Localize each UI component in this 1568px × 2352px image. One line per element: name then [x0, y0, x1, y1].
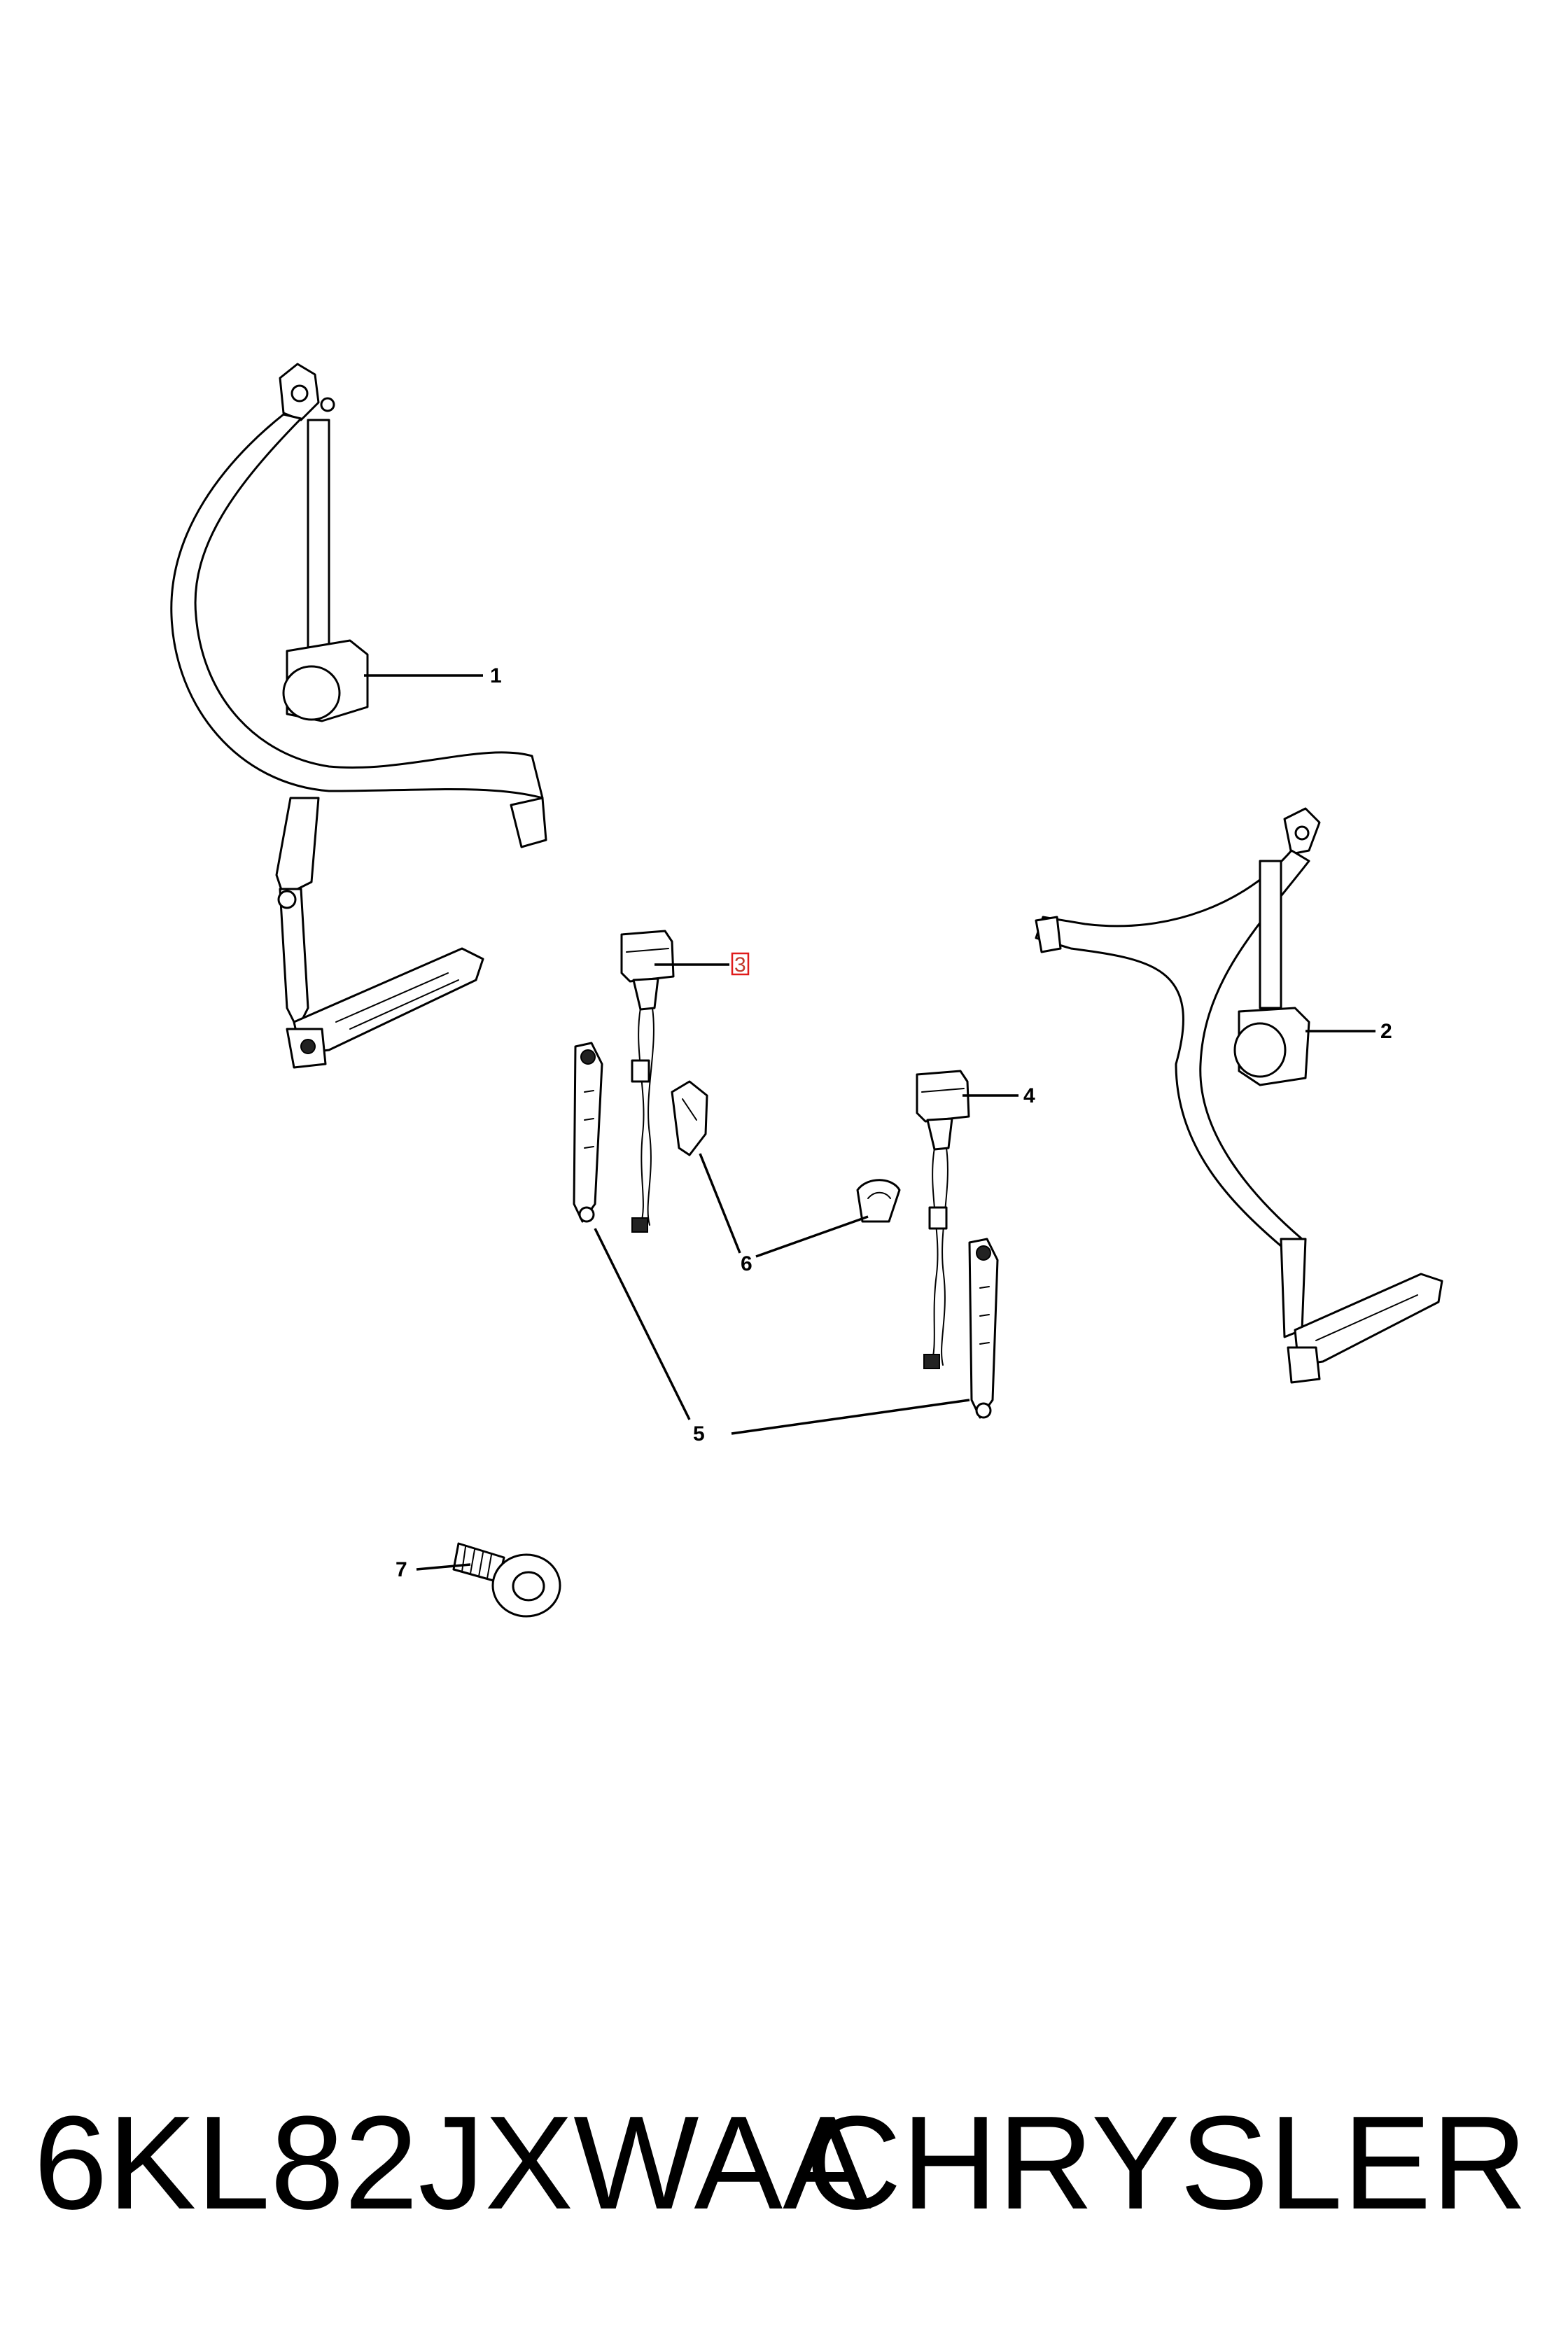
callout-labels: 1 2 3 4 5 6 7 — [396, 664, 1392, 1581]
retractor-spool — [282, 665, 341, 721]
part-6-buckle-cover-a[interactable] — [671, 1080, 708, 1156]
buckle-head — [620, 930, 675, 983]
part-6-buckle-cover-b[interactable] — [856, 1179, 901, 1223]
buckle-connector — [631, 1217, 648, 1233]
shoulder-webbing — [170, 413, 544, 799]
bracket-slots-left — [584, 1090, 594, 1149]
part-7-bolt[interactable] — [452, 1542, 561, 1618]
track-detail — [335, 972, 459, 1030]
callout-4: 4 — [1023, 1084, 1035, 1107]
leader-5a — [594, 1228, 691, 1420]
buckle-harness-wire-a — [638, 1007, 645, 1226]
leader-6b — [755, 1215, 869, 1258]
callout-7: 7 — [396, 1558, 407, 1581]
callout-3-highlight-box — [731, 952, 750, 976]
lap-webbing — [275, 797, 320, 897]
buckle-harness-wire-4b — [941, 1147, 948, 1366]
buckle-harness-wire-4a — [930, 1147, 939, 1366]
leader-lines — [364, 674, 1376, 1571]
leader-7 — [416, 1563, 471, 1571]
bracket-body-right — [968, 1238, 999, 1419]
bolt-thread — [461, 1546, 492, 1579]
anchor-bolt-hole-right — [1294, 825, 1310, 841]
anchor-bolt-hole — [290, 384, 309, 402]
leader-5b — [731, 1399, 970, 1435]
part-2-right-seat-belt-assembly[interactable] — [1035, 807, 1443, 1384]
cover-b-detail — [867, 1191, 891, 1199]
buckle-harness-wire-b — [647, 1007, 654, 1226]
retractor-webbing-right — [1259, 860, 1282, 1009]
bracket-slots-right — [979, 1286, 990, 1345]
anchor-bolt-lower — [300, 1039, 316, 1054]
anchor-bolt — [320, 397, 335, 412]
brand-text: CHRYSLER — [805, 2089, 1527, 2237]
buckle-slot-4 — [921, 1088, 965, 1093]
track-detail-right — [1315, 1294, 1418, 1341]
buckle-head-4 — [916, 1070, 970, 1123]
part-3-seat-belt-buckle[interactable] — [620, 930, 675, 1233]
callout-2: 2 — [1380, 1020, 1392, 1043]
buckle-slot — [626, 948, 669, 953]
leader-6a — [699, 1153, 741, 1254]
bracket-bolt-bottom-left — [578, 1206, 595, 1223]
buckle-grommet — [631, 1059, 650, 1083]
callout-1: 1 — [490, 664, 502, 687]
callout-6: 6 — [741, 1252, 752, 1275]
retractor-spool-right — [1233, 1022, 1287, 1078]
part-5-buckle-bracket-right[interactable] — [968, 1238, 999, 1419]
bracket-body-left — [573, 1042, 603, 1223]
anchor-cable — [279, 888, 309, 1030]
buckle-connector-4 — [923, 1354, 940, 1369]
bracket-bolt-top-left — [580, 1049, 596, 1065]
part-number-text: 6KL82JXWAA — [34, 2089, 872, 2237]
part-5-buckle-bracket-left[interactable] — [573, 1042, 603, 1223]
buckle-neck-4 — [926, 1117, 953, 1151]
cover-a-body — [671, 1080, 708, 1156]
webbing-guide — [510, 797, 547, 848]
cover-b-body — [856, 1179, 901, 1223]
retractor-webbing — [307, 419, 330, 659]
bracket-bolt-top-right — [976, 1245, 991, 1261]
anchor-cable-right — [1280, 1238, 1307, 1338]
callout-3: 3 — [734, 953, 746, 976]
buckle-grommet-4 — [928, 1206, 948, 1230]
cable-grommet — [277, 890, 297, 909]
anchor-bracket-right — [1287, 1346, 1321, 1384]
webbing-guide-right — [1035, 916, 1062, 953]
caption-bar: 6KL82JXWAA CHRYSLER — [0, 2072, 1568, 2254]
bracket-bolt-bottom-right — [975, 1402, 992, 1419]
cover-a-detail — [682, 1098, 697, 1121]
buckle-neck — [632, 977, 659, 1011]
part-1-left-seat-belt-assembly[interactable] — [170, 363, 547, 1069]
shoulder-webbing-right — [1035, 849, 1310, 1247]
callout-5: 5 — [693, 1422, 705, 1446]
part-4-seat-belt-buckle[interactable] — [916, 1070, 970, 1369]
bolt-hex-socket — [512, 1571, 545, 1602]
